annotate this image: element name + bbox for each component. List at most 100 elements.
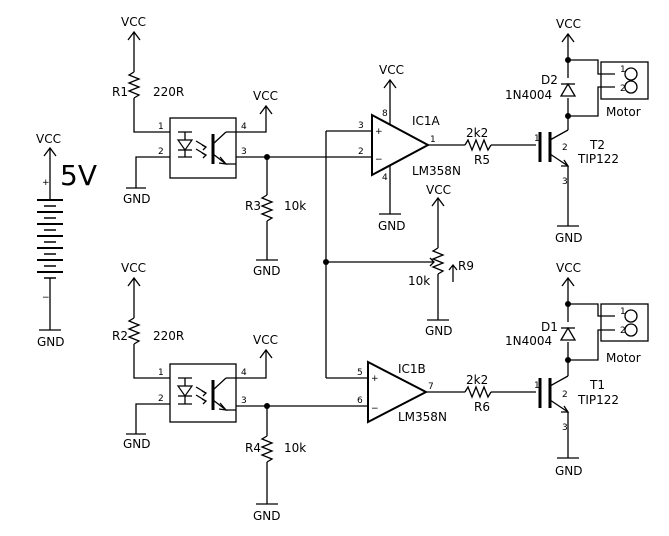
gnd-label: GND: [123, 192, 151, 206]
optocoupler-body: [169, 363, 237, 423]
resistor-r5-icon: [464, 138, 492, 152]
svg-text:8: 8: [382, 109, 388, 119]
vcc-label: VCC: [556, 17, 581, 31]
t1-label: T1: [589, 378, 605, 392]
d2-value: 1N4004: [505, 88, 552, 102]
svg-text:2: 2: [358, 147, 364, 157]
gnd-label: GND: [123, 437, 151, 451]
tip122-label: TIP122: [577, 393, 619, 407]
gnd-label: GND: [378, 219, 406, 233]
vcc-arrow-icon: [127, 276, 141, 290]
vcc-arrow-icon: [259, 104, 273, 115]
svg-text:2: 2: [158, 394, 164, 404]
resistor-r2-icon: [127, 317, 141, 345]
vcc-label: VCC: [36, 132, 61, 146]
lm358-label: LM358N: [412, 164, 461, 178]
r3-label: R3: [245, 199, 261, 213]
ic1b-label: IC1B: [398, 362, 426, 376]
vcc-label: VCC: [121, 261, 146, 275]
svg-text:1: 1: [430, 135, 436, 145]
tip122-label: TIP122: [577, 152, 619, 166]
led-icon: [176, 139, 194, 152]
r2-label: R2: [112, 329, 128, 343]
battery-icon: [37, 199, 63, 279]
r2-value: 220R: [153, 329, 184, 343]
opamp-icon: [367, 360, 429, 424]
resistor-r1-icon: [127, 71, 141, 99]
light-arrows-icon: [195, 386, 208, 405]
motor-connector: [600, 303, 649, 342]
diode-d1-icon: [559, 326, 577, 341]
vcc-label: VCC: [556, 261, 581, 275]
vcc-label: VCC: [253, 333, 278, 347]
svg-text:2: 2: [562, 390, 568, 400]
battery-supply: VCC 5V + − GND: [36, 132, 97, 349]
svg-text:+: +: [371, 374, 379, 384]
r9-value: 10k: [408, 274, 430, 288]
t2-label: T2: [589, 138, 605, 152]
svg-text:1: 1: [534, 381, 540, 391]
r4-label: R4: [245, 441, 261, 455]
svg-text:2: 2: [562, 143, 568, 153]
svg-text:3: 3: [241, 147, 247, 157]
vcc-arrow-icon: [383, 78, 397, 89]
svg-text:5: 5: [357, 368, 363, 378]
driver-top: 1 2 3 GND T2 TIP122 VCC D2 1N4004 1 2 Mo…: [505, 17, 649, 245]
r6-value: 2k2: [466, 373, 488, 387]
svg-text:6: 6: [357, 396, 363, 406]
gnd-label: GND: [555, 231, 583, 245]
opamp-icon: [371, 113, 431, 177]
gnd-label: GND: [253, 509, 281, 523]
diode-d2-icon: [559, 82, 577, 97]
driver-bottom: 1 2 3 GND T1 TIP122 VCC D1 1N4004 1 2 Mo…: [505, 261, 649, 478]
resistor-r3-icon: [260, 194, 274, 222]
led-icon: [176, 385, 194, 398]
svg-text:−: −: [375, 155, 383, 165]
resistor-r6-icon: [464, 385, 492, 399]
ic1a-label: IC1A: [412, 114, 441, 128]
svg-text:7: 7: [428, 382, 434, 392]
vcc-label: VCC: [379, 63, 404, 77]
opamp-ic1b: + − 5 6 IC1B LM358N 7 2k2 R6: [326, 360, 536, 424]
svg-text:−: −: [371, 404, 379, 414]
d2-label: D2: [541, 73, 558, 87]
lm358-label: LM358N: [398, 410, 447, 424]
svg-text:3: 3: [562, 177, 568, 187]
svg-text:+: +: [375, 127, 383, 137]
svg-text:1: 1: [620, 65, 626, 75]
svg-text:1: 1: [158, 122, 164, 132]
resistor-r9-icon: [431, 247, 445, 275]
motor-label: Motor: [606, 351, 641, 365]
svg-text:2: 2: [158, 147, 164, 157]
gnd-label: GND: [253, 264, 281, 278]
vcc-label: VCC: [426, 183, 451, 197]
gnd-label: GND: [555, 464, 583, 478]
svg-text:2: 2: [620, 326, 626, 336]
vcc-arrow-icon: [561, 32, 575, 60]
resistor-r4-icon: [260, 435, 274, 463]
vcc-label: VCC: [121, 15, 146, 29]
r6-label: R6: [474, 400, 490, 414]
svg-text:3: 3: [358, 121, 364, 131]
svg-text:3: 3: [562, 423, 568, 433]
optocoupler-bottom: VCC R2 220R 1 2 GND 4 VCC 3 R4 10k GND: [112, 261, 372, 523]
gnd-label: GND: [425, 324, 453, 338]
svg-text:4: 4: [382, 173, 388, 183]
adjust-arrow-icon: [448, 263, 458, 282]
battery-plus-label: +: [42, 178, 50, 188]
motor-connector: [600, 61, 649, 100]
r1-label: R1: [112, 85, 128, 99]
optocoupler-body: [169, 117, 237, 179]
gnd-label: GND: [37, 335, 65, 349]
battery-minus-label: −: [42, 293, 50, 303]
r4-value: 10k: [284, 441, 306, 455]
svg-text:4: 4: [241, 368, 247, 378]
vcc-arrow-icon: [127, 30, 141, 44]
voltage-label: 5V: [60, 159, 97, 192]
vcc-arrow-icon: [43, 146, 57, 163]
svg-text:2: 2: [620, 84, 626, 94]
svg-text:1: 1: [534, 134, 540, 144]
svg-text:1: 1: [620, 307, 626, 317]
r3-value: 10k: [284, 199, 306, 213]
